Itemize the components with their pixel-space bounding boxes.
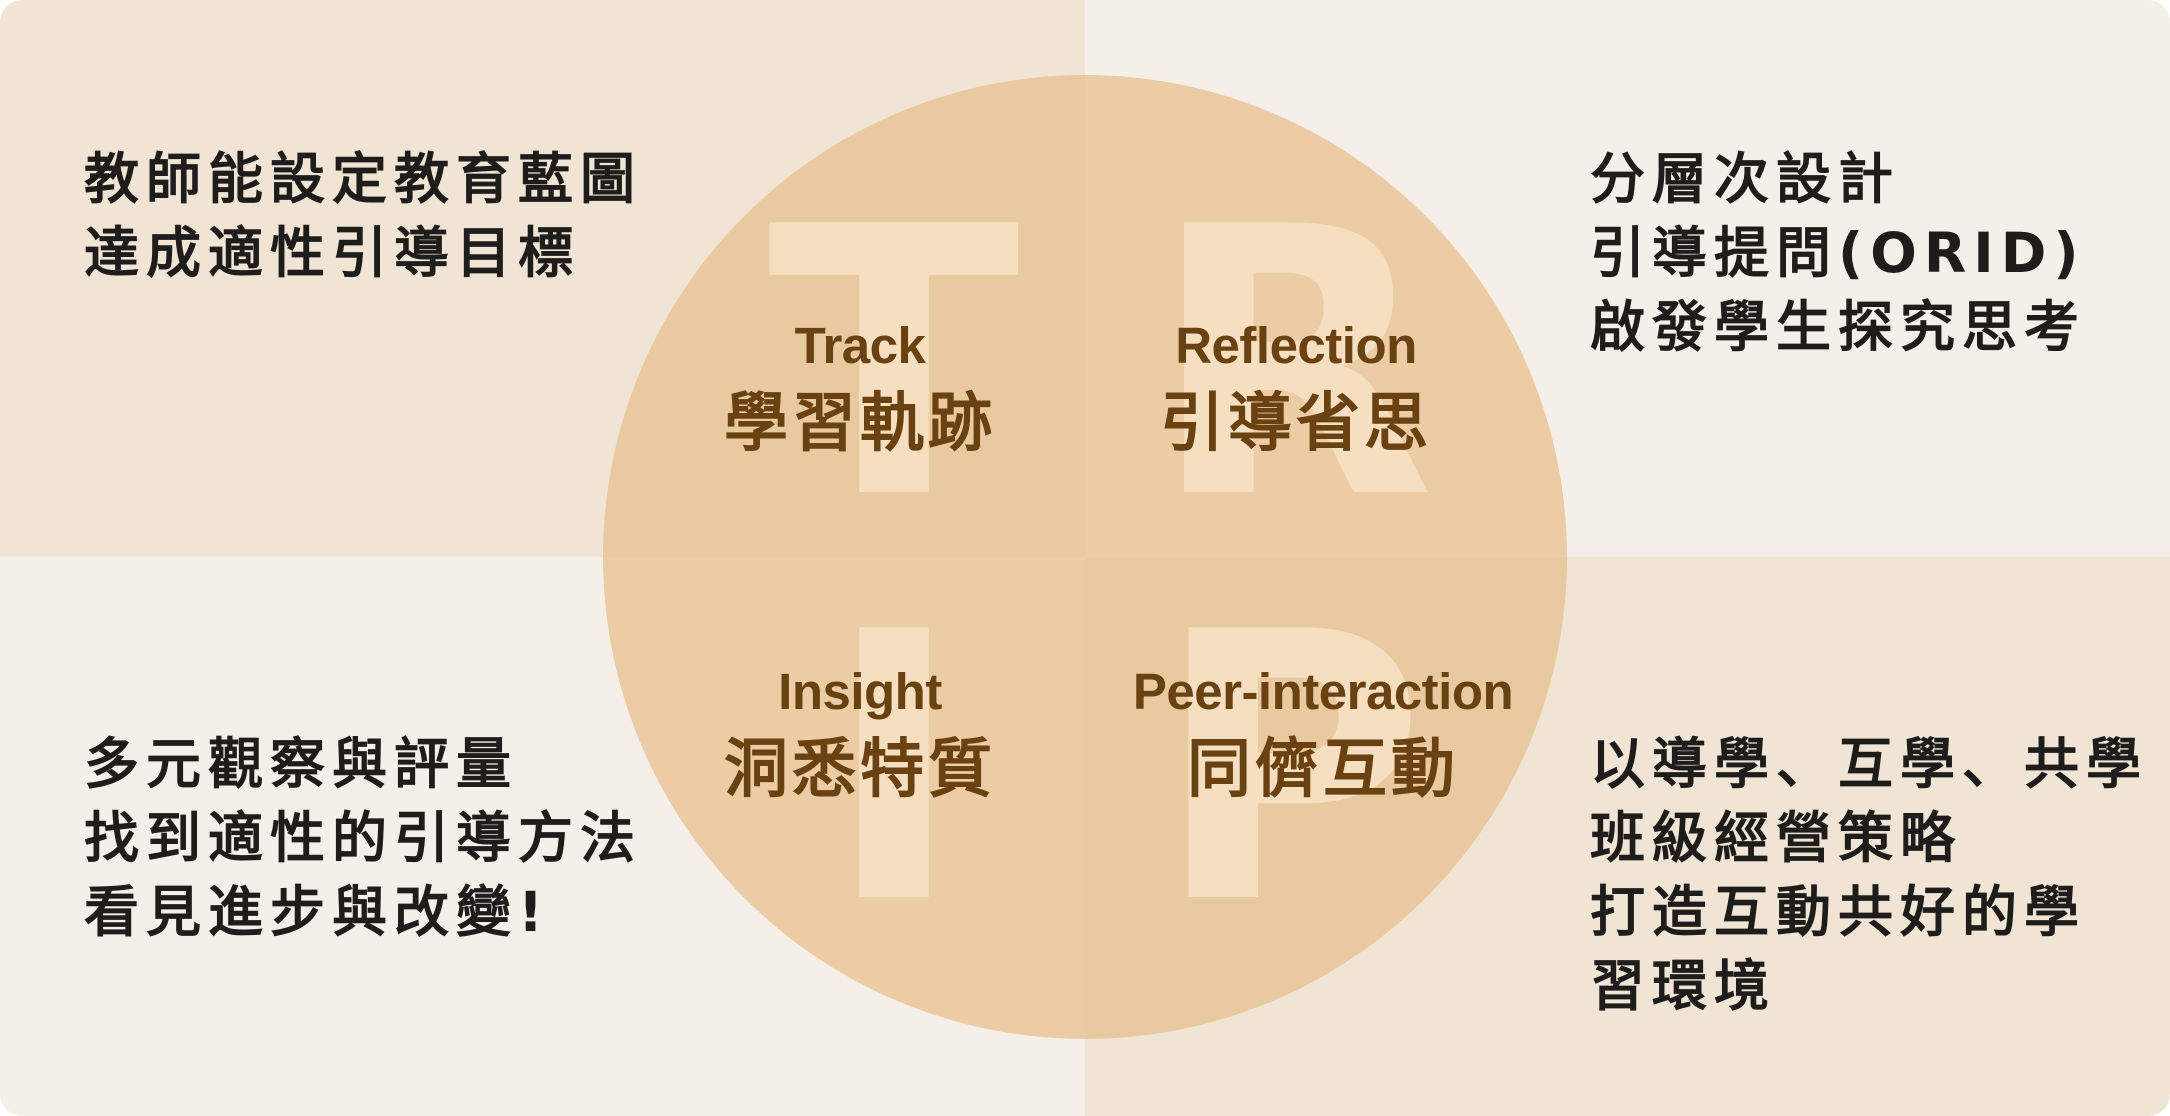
letter-i: I [825,555,963,985]
circle-quarter-track [603,75,1085,557]
section-track-en: Track [794,317,926,374]
circle-quarter-insight [603,557,1085,1039]
letter-r: R [1150,150,1435,580]
text-line: 看見進步與改變! [84,880,551,944]
text-bottom-left: 多元觀察與評量 找到適性的引導方法 看見進步與改變! [84,727,642,949]
section-track-zh: 學習軌跡 [724,387,996,461]
text-top-left: 教師能設定教育藍圖 達成適性引導目標 [84,142,642,290]
section-reflection-en: Reflection [1175,317,1417,374]
section-reflection-zh: 引導省思 [1160,387,1432,461]
letter-p: P [1154,555,1426,985]
section-reflection: Reflection 引導省思 [1160,312,1432,468]
text-line: 啟發學生探究思考 [1590,295,2087,359]
text-line: 習環境 [1590,954,1777,1018]
section-track: Track 學習軌跡 [724,312,996,468]
text-line: 引導提問(ORID) [1590,221,2086,285]
text-line: 教師能設定教育藍圖 [84,147,643,211]
section-insight-en: Insight [778,663,942,720]
text-line: 找到適性的引導方法 [84,806,643,870]
section-insight: Insight 洞悉特質 [724,658,996,814]
letter-t: T [767,150,1021,580]
section-insight-zh: 洞悉特質 [724,733,996,807]
text-bottom-right: 以導學、互學、共學 班級經營策略 打造互動共好的學 習環境 [1590,727,2148,1023]
text-line: 多元觀察與評量 [84,732,519,796]
text-line: 分層次設計 [1590,147,1901,211]
circle-quarter-peer-interaction [1085,557,1567,1039]
text-line: 班級經營策略 [1590,806,1963,870]
section-peer-interaction: Peer-interaction 同儕互動 [1132,658,1514,814]
text-line: 達成適性引導目標 [84,221,581,285]
text-line: 打造互動共好的學 [1590,880,2087,944]
circle-quarter-reflection [1085,75,1567,557]
text-line: 以導學、互學、共學 [1590,732,2149,796]
section-peer-interaction-zh: 同儕互動 [1187,733,1459,807]
section-peer-interaction-en: Peer-interaction [1132,663,1514,720]
text-top-right: 分層次設計 引導提問(ORID) 啟發學生探究思考 [1590,142,2086,364]
